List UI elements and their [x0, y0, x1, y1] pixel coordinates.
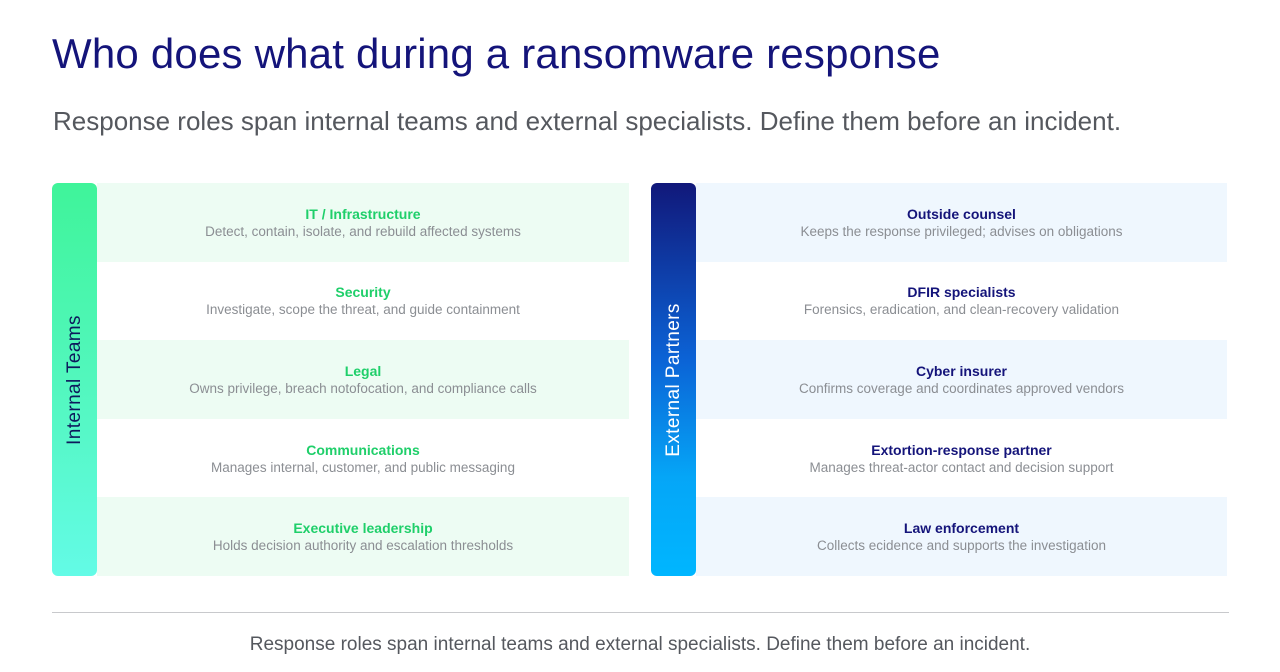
role-name: Legal: [344, 362, 382, 379]
internal-teams-label: Internal Teams: [63, 314, 85, 445]
role-row-executive-leadership: Executive leadership Holds decision auth…: [97, 497, 629, 576]
role-name: Law enforcement: [903, 520, 1020, 537]
role-row-cyber-insurer: Cyber insurer Confirms coverage and coor…: [696, 340, 1227, 419]
role-description: Owns privilege, breach notofocation, and…: [189, 380, 537, 396]
page-subtitle: Response roles span internal teams and e…: [53, 106, 1122, 136]
role-name: Outside counsel: [907, 205, 1016, 222]
role-description: Confirms coverage and coordinates approv…: [799, 380, 1124, 396]
footer-caption: Response roles span internal teams and e…: [249, 634, 1031, 655]
role-row-law-enforcement: Law enforcement Collects ecidence and su…: [696, 497, 1227, 576]
role-name: Cyber insurer: [915, 362, 1008, 379]
internal-teams-panel: Internal Teams IT / Infrastructure Detec…: [52, 183, 629, 576]
role-description: Collects ecidence and supports the inves…: [817, 538, 1106, 554]
role-name: DFIR specialists: [907, 284, 1016, 301]
role-description: Forensics, eradication, and clean-recove…: [803, 302, 1120, 318]
role-row-dfir-specialists: DFIR specialists Forensics, eradication,…: [696, 262, 1227, 341]
role-name: Executive leadership: [293, 520, 433, 537]
role-name: Security: [335, 284, 391, 301]
internal-roles-list: IT / Infrastructure Detect, contain, iso…: [97, 183, 629, 576]
role-row-legal: Legal Owns privilege, breach notofocatio…: [97, 340, 629, 419]
internal-teams-sidebar: Internal Teams: [52, 183, 97, 576]
role-description: Keeps the response privileged; advises o…: [800, 223, 1123, 239]
footer-divider: [52, 612, 1229, 613]
role-row-communications: Communications Manages internal, custome…: [97, 419, 629, 498]
external-partners-panel: External Partners Outside counsel Keeps …: [651, 183, 1227, 576]
role-row-extortion-response-partner: Extortion-response partner Manages threa…: [696, 419, 1227, 498]
role-row-security: Security Investigate, scope the threat, …: [97, 262, 629, 341]
role-description: Manages internal, customer, and public m…: [211, 459, 515, 475]
role-description: Detect, contain, isolate, and rebuild af…: [205, 223, 521, 239]
role-row-outside-counsel: Outside counsel Keeps the response privi…: [696, 183, 1227, 262]
role-description: Investigate, scope the threat, and guide…: [206, 302, 520, 318]
role-description: Manages threat-actor contact and decisio…: [809, 459, 1114, 475]
role-name: Communications: [306, 441, 420, 458]
page-title: Who does what during a ransomware respon…: [52, 30, 941, 77]
role-row-it-infrastructure: IT / Infrastructure Detect, contain, iso…: [97, 183, 629, 262]
role-name: IT / Infrastructure: [305, 205, 421, 222]
role-description: Holds decision authority and escalation …: [212, 538, 514, 554]
role-name: Extortion-response partner: [871, 441, 1052, 458]
external-partners-sidebar: External Partners: [651, 183, 696, 576]
external-partners-label: External Partners: [662, 302, 684, 457]
external-roles-list: Outside counsel Keeps the response privi…: [696, 183, 1227, 576]
